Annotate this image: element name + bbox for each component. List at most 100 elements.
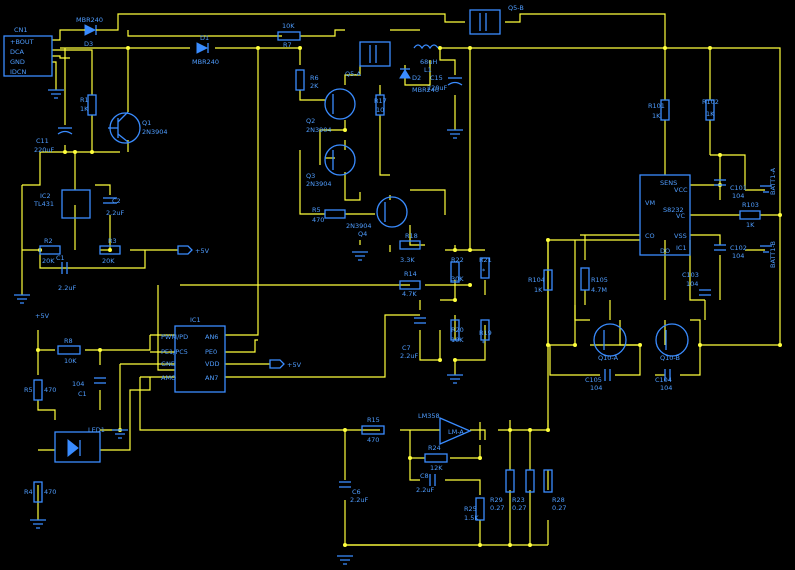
svg-text:104: 104 (686, 280, 698, 288)
svg-text:C1: C1 (56, 254, 65, 262)
svg-text:Q2: Q2 (306, 117, 315, 125)
resistor-r14: R14 4.7K (399, 270, 421, 298)
svg-text:2K: 2K (310, 82, 319, 90)
svg-text:1K: 1K (652, 112, 661, 120)
svg-text:AN7: AN7 (205, 374, 218, 382)
svg-text:0.27: 0.27 (490, 504, 504, 512)
svg-text:20K: 20K (102, 257, 115, 265)
svg-text:C2: C2 (112, 197, 121, 205)
svg-text:*: * (482, 267, 486, 275)
svg-text:R21: R21 (479, 256, 492, 264)
svg-text:SENS: SENS (660, 179, 677, 187)
capacitor-c1-104: 104 C1 (72, 377, 106, 398)
svg-text:*: * (482, 339, 486, 347)
transistor-q3: Q3 2N3904 (306, 144, 356, 188)
svg-text:R5: R5 (24, 386, 33, 394)
capacitor-c105: C105 104 (585, 369, 611, 392)
svg-text:DO: DO (660, 247, 670, 255)
svg-text:R15: R15 (367, 416, 380, 424)
resistor-r28: R28 0.27 (543, 469, 566, 512)
svg-text:R28: R28 (552, 496, 565, 504)
svg-text:0.27: 0.27 (512, 504, 526, 512)
mosfet-q10b: Q10-B (655, 323, 689, 362)
svg-text:10: 10 (376, 106, 384, 114)
svg-text:C15: C15 (430, 74, 443, 82)
svg-text:10K: 10K (64, 357, 77, 365)
resistor-r15: R15 470 (361, 416, 385, 444)
resistor-r7: 10K R7 (277, 22, 301, 49)
svg-text:BATT1-B: BATT1-B (769, 241, 777, 268)
svg-text:L1: L1 (424, 66, 432, 74)
svg-text:R18: R18 (405, 232, 418, 240)
svg-text:Q5-A: Q5-A (345, 70, 361, 78)
svg-text:+5V: +5V (287, 361, 302, 369)
svg-text:D2: D2 (412, 74, 421, 82)
svg-text:R6: R6 (310, 74, 319, 82)
svg-text:220uF: 220uF (427, 84, 448, 92)
svg-text:10K: 10K (451, 336, 464, 344)
svg-text:D1: D1 (200, 34, 209, 42)
junctions (36, 46, 782, 547)
svg-text:C8: C8 (420, 472, 429, 480)
svg-text:AMO: AMO (161, 374, 176, 382)
svg-text:Q10-B: Q10-B (660, 354, 680, 362)
svg-text:R17: R17 (374, 97, 387, 105)
svg-text:R29: R29 (490, 496, 503, 504)
svg-text:3.3K: 3.3K (400, 256, 415, 264)
svg-text:4.7K: 4.7K (402, 290, 417, 298)
svg-text:VC: VC (676, 212, 685, 220)
svg-text:R105: R105 (591, 276, 608, 284)
connector-cn1: CN1 +BOUT DCA GND IDCN (3, 26, 53, 77)
svg-text:R4: R4 (24, 488, 33, 496)
ground-symbols (14, 89, 463, 565)
svg-text:R22: R22 (451, 256, 464, 264)
svg-text:4.7M: 4.7M (591, 286, 607, 294)
svg-text:104: 104 (732, 252, 744, 260)
svg-text:2.2uF: 2.2uF (416, 486, 434, 494)
svg-text:+5V: +5V (35, 312, 50, 320)
svg-text:1.5K: 1.5K (464, 514, 479, 522)
battery-b: BATT1-B (760, 241, 777, 268)
svg-text:2.2uF: 2.2uF (400, 352, 418, 360)
svg-text:GND: GND (161, 360, 176, 368)
svg-text:C102: C102 (730, 244, 747, 252)
battery-a: BATT1-A (760, 167, 777, 195)
svg-text:VCC: VCC (674, 186, 688, 194)
capacitor-c6: C6 2.2uF (339, 481, 368, 504)
resistor-r8: R8 10K (57, 337, 81, 365)
svg-text:TL431: TL431 (33, 200, 54, 208)
svg-text:R8: R8 (64, 337, 73, 345)
capacitor-c8: C8 2.2uF (416, 472, 436, 494)
resistor-r25: R25 1.5K (464, 497, 485, 522)
svg-text:MBR240: MBR240 (192, 58, 219, 66)
svg-text:30K: 30K (451, 275, 464, 283)
svg-text:IDCN: IDCN (10, 68, 26, 76)
mosfet-q5b: Q5-B (469, 4, 524, 35)
resistor-r5-left: R5 470 (24, 379, 56, 401)
svg-text:R3: R3 (108, 237, 117, 245)
inductor-l1: 68uH L1 (413, 44, 439, 74)
resistor-r6: R6 2K (295, 69, 319, 91)
svg-text:DCA: DCA (10, 48, 25, 56)
diode-d1: D1 MBR240 (192, 34, 219, 66)
svg-text:2.2uF: 2.2uF (58, 284, 76, 292)
svg-text:VSS: VSS (674, 232, 687, 240)
transistor-q2: Q2 2N3904 (306, 88, 356, 134)
capacitor-c104b: C104 104 (655, 369, 672, 392)
svg-text:R102: R102 (702, 98, 719, 106)
resistor-r5: R5 470 (312, 206, 346, 224)
wires (21, 13, 781, 546)
svg-text:R101: R101 (648, 102, 665, 110)
svg-text:C1: C1 (78, 390, 87, 398)
svg-text:104: 104 (590, 384, 602, 392)
ic-ic1: IC1 PWM/PD PE1/PC5 GND AMO AN6 PE0 VDD A… (161, 316, 226, 393)
port-5v-c: +5V (35, 312, 50, 320)
svg-text:C103: C103 (682, 271, 699, 279)
svg-text:C104: C104 (655, 376, 672, 384)
capacitor-c7: C7 2.2uF (400, 317, 426, 360)
svg-text:GND: GND (10, 58, 25, 66)
capacitor-c101: C101 104 (714, 179, 747, 200)
cn1-ref: CN1 (14, 26, 28, 34)
svg-text:R7: R7 (283, 41, 292, 49)
svg-text:Q3: Q3 (306, 172, 315, 180)
